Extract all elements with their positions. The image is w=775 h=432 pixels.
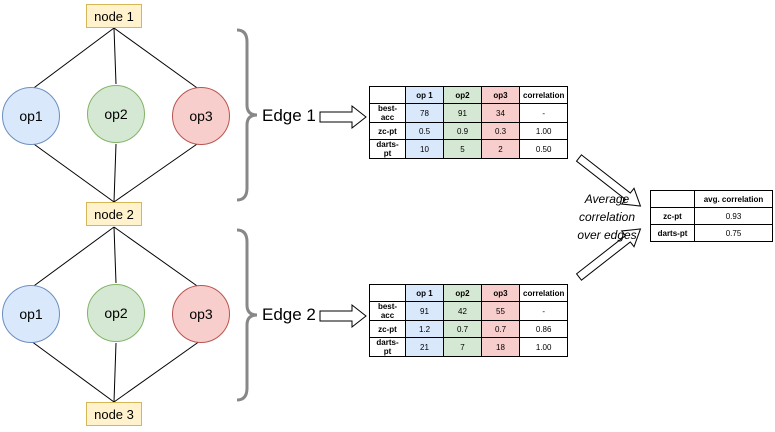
table-row: zc-pt 1.2 0.7 0.7 0.86 xyxy=(369,320,569,338)
node-2: node 2 xyxy=(86,202,142,226)
edge2-table: op 1 op2 op3 correlation best-acc 91 42 … xyxy=(369,284,569,357)
average-caption: Average correlation over edges xyxy=(562,190,652,244)
table1-to-summary-arrow xyxy=(575,154,642,207)
cell-op3: 0.7 xyxy=(481,320,520,338)
edge1-arrow xyxy=(319,104,367,130)
row-label: best-acc xyxy=(369,301,406,321)
cell-op1: 10 xyxy=(405,139,444,159)
table2-to-summary-arrow xyxy=(575,228,642,281)
cell-correlation: 0.50 xyxy=(518,139,569,159)
cell-op3: 0.3 xyxy=(481,122,520,140)
edge2-arrow xyxy=(319,303,367,329)
header-op1: op 1 xyxy=(405,284,444,302)
header-correlation: correlation xyxy=(518,86,569,104)
node-3: node 3 xyxy=(86,402,142,426)
header-op1: op 1 xyxy=(405,86,444,104)
cell-op2: 0.9 xyxy=(443,122,482,140)
caption-line-2: correlation xyxy=(578,210,636,224)
lower-op1-circle: op1 xyxy=(2,285,60,343)
cell-correlation: 1.00 xyxy=(518,337,569,357)
cell-op2: 91 xyxy=(443,103,482,123)
upper-op2-circle: op2 xyxy=(87,85,145,143)
cell-correlation: - xyxy=(518,301,569,321)
header-op3: op3 xyxy=(481,86,520,104)
cell-op1: 0.5 xyxy=(405,122,444,140)
cell-op3: 2 xyxy=(481,139,520,159)
cell-op3: 34 xyxy=(481,103,520,123)
upper-op1-circle: op1 xyxy=(2,87,60,145)
table-row: best-acc 91 42 55 - xyxy=(369,301,569,321)
cell-op2: 0.7 xyxy=(443,320,482,338)
cell-avg-correlation: 0.93 xyxy=(694,207,773,225)
edge1-label: Edge 1 xyxy=(262,106,316,125)
row-label: darts-pt xyxy=(369,337,406,357)
row-label: zc-pt xyxy=(369,122,406,140)
upper-graph-edges xyxy=(30,27,201,203)
row-label: zc-pt xyxy=(369,320,406,338)
caption-line-3: over edges xyxy=(577,228,637,242)
upper-brace xyxy=(236,28,258,202)
row-label: zc-pt xyxy=(650,207,695,225)
average-correlation-table: avg. correlation zc-pt 0.93 darts-pt 0.7… xyxy=(650,190,773,242)
cell-op1: 21 xyxy=(405,337,444,357)
lower-op2-circle: op2 xyxy=(87,284,145,342)
cell-correlation: 1.00 xyxy=(518,122,569,140)
header-op3: op3 xyxy=(481,284,520,302)
cell-op1: 78 xyxy=(405,103,444,123)
cell-op2: 5 xyxy=(443,139,482,159)
edge2-label: Edge 2 xyxy=(262,305,316,324)
lower-graph-edges xyxy=(30,226,201,403)
header-empty xyxy=(369,284,406,302)
cell-op3: 55 xyxy=(481,301,520,321)
node-1: node 1 xyxy=(86,4,142,28)
cell-correlation: 0.86 xyxy=(518,320,569,338)
table-row: darts-pt 21 7 18 1.00 xyxy=(369,337,569,357)
row-label: darts-pt xyxy=(650,224,695,242)
table-header-row: avg. correlation xyxy=(650,190,773,208)
header-correlation: correlation xyxy=(518,284,569,302)
table-header-row: op 1 op2 op3 correlation xyxy=(369,284,569,302)
cell-op1: 1.2 xyxy=(405,320,444,338)
lower-op3-circle: op3 xyxy=(172,285,230,343)
cell-op2: 42 xyxy=(443,301,482,321)
cell-op3: 18 xyxy=(481,337,520,357)
table-row: zc-pt 0.5 0.9 0.3 1.00 xyxy=(369,122,569,140)
edge1-table: op 1 op2 op3 correlation best-acc 78 91 … xyxy=(369,86,569,159)
upper-op3-circle: op3 xyxy=(172,87,230,145)
header-empty xyxy=(650,190,695,208)
table-header-row: op 1 op2 op3 correlation xyxy=(369,86,569,104)
cell-op2: 7 xyxy=(443,337,482,357)
header-empty xyxy=(369,86,406,104)
table-row: zc-pt 0.93 xyxy=(650,207,773,225)
cell-correlation: - xyxy=(518,103,569,123)
cell-avg-correlation: 0.75 xyxy=(694,224,773,242)
lower-brace xyxy=(236,228,258,402)
row-label: darts-pt xyxy=(369,139,406,159)
row-label: best-acc xyxy=(369,103,406,123)
header-op2: op2 xyxy=(443,284,482,302)
cell-op1: 91 xyxy=(405,301,444,321)
table-row: darts-pt 0.75 xyxy=(650,224,773,242)
header-op2: op2 xyxy=(443,86,482,104)
table-row: darts-pt 10 5 2 0.50 xyxy=(369,139,569,159)
caption-line-1: Average xyxy=(584,192,630,206)
table-row: best-acc 78 91 34 - xyxy=(369,103,569,123)
header-avg-correlation: avg. correlation xyxy=(694,190,773,208)
